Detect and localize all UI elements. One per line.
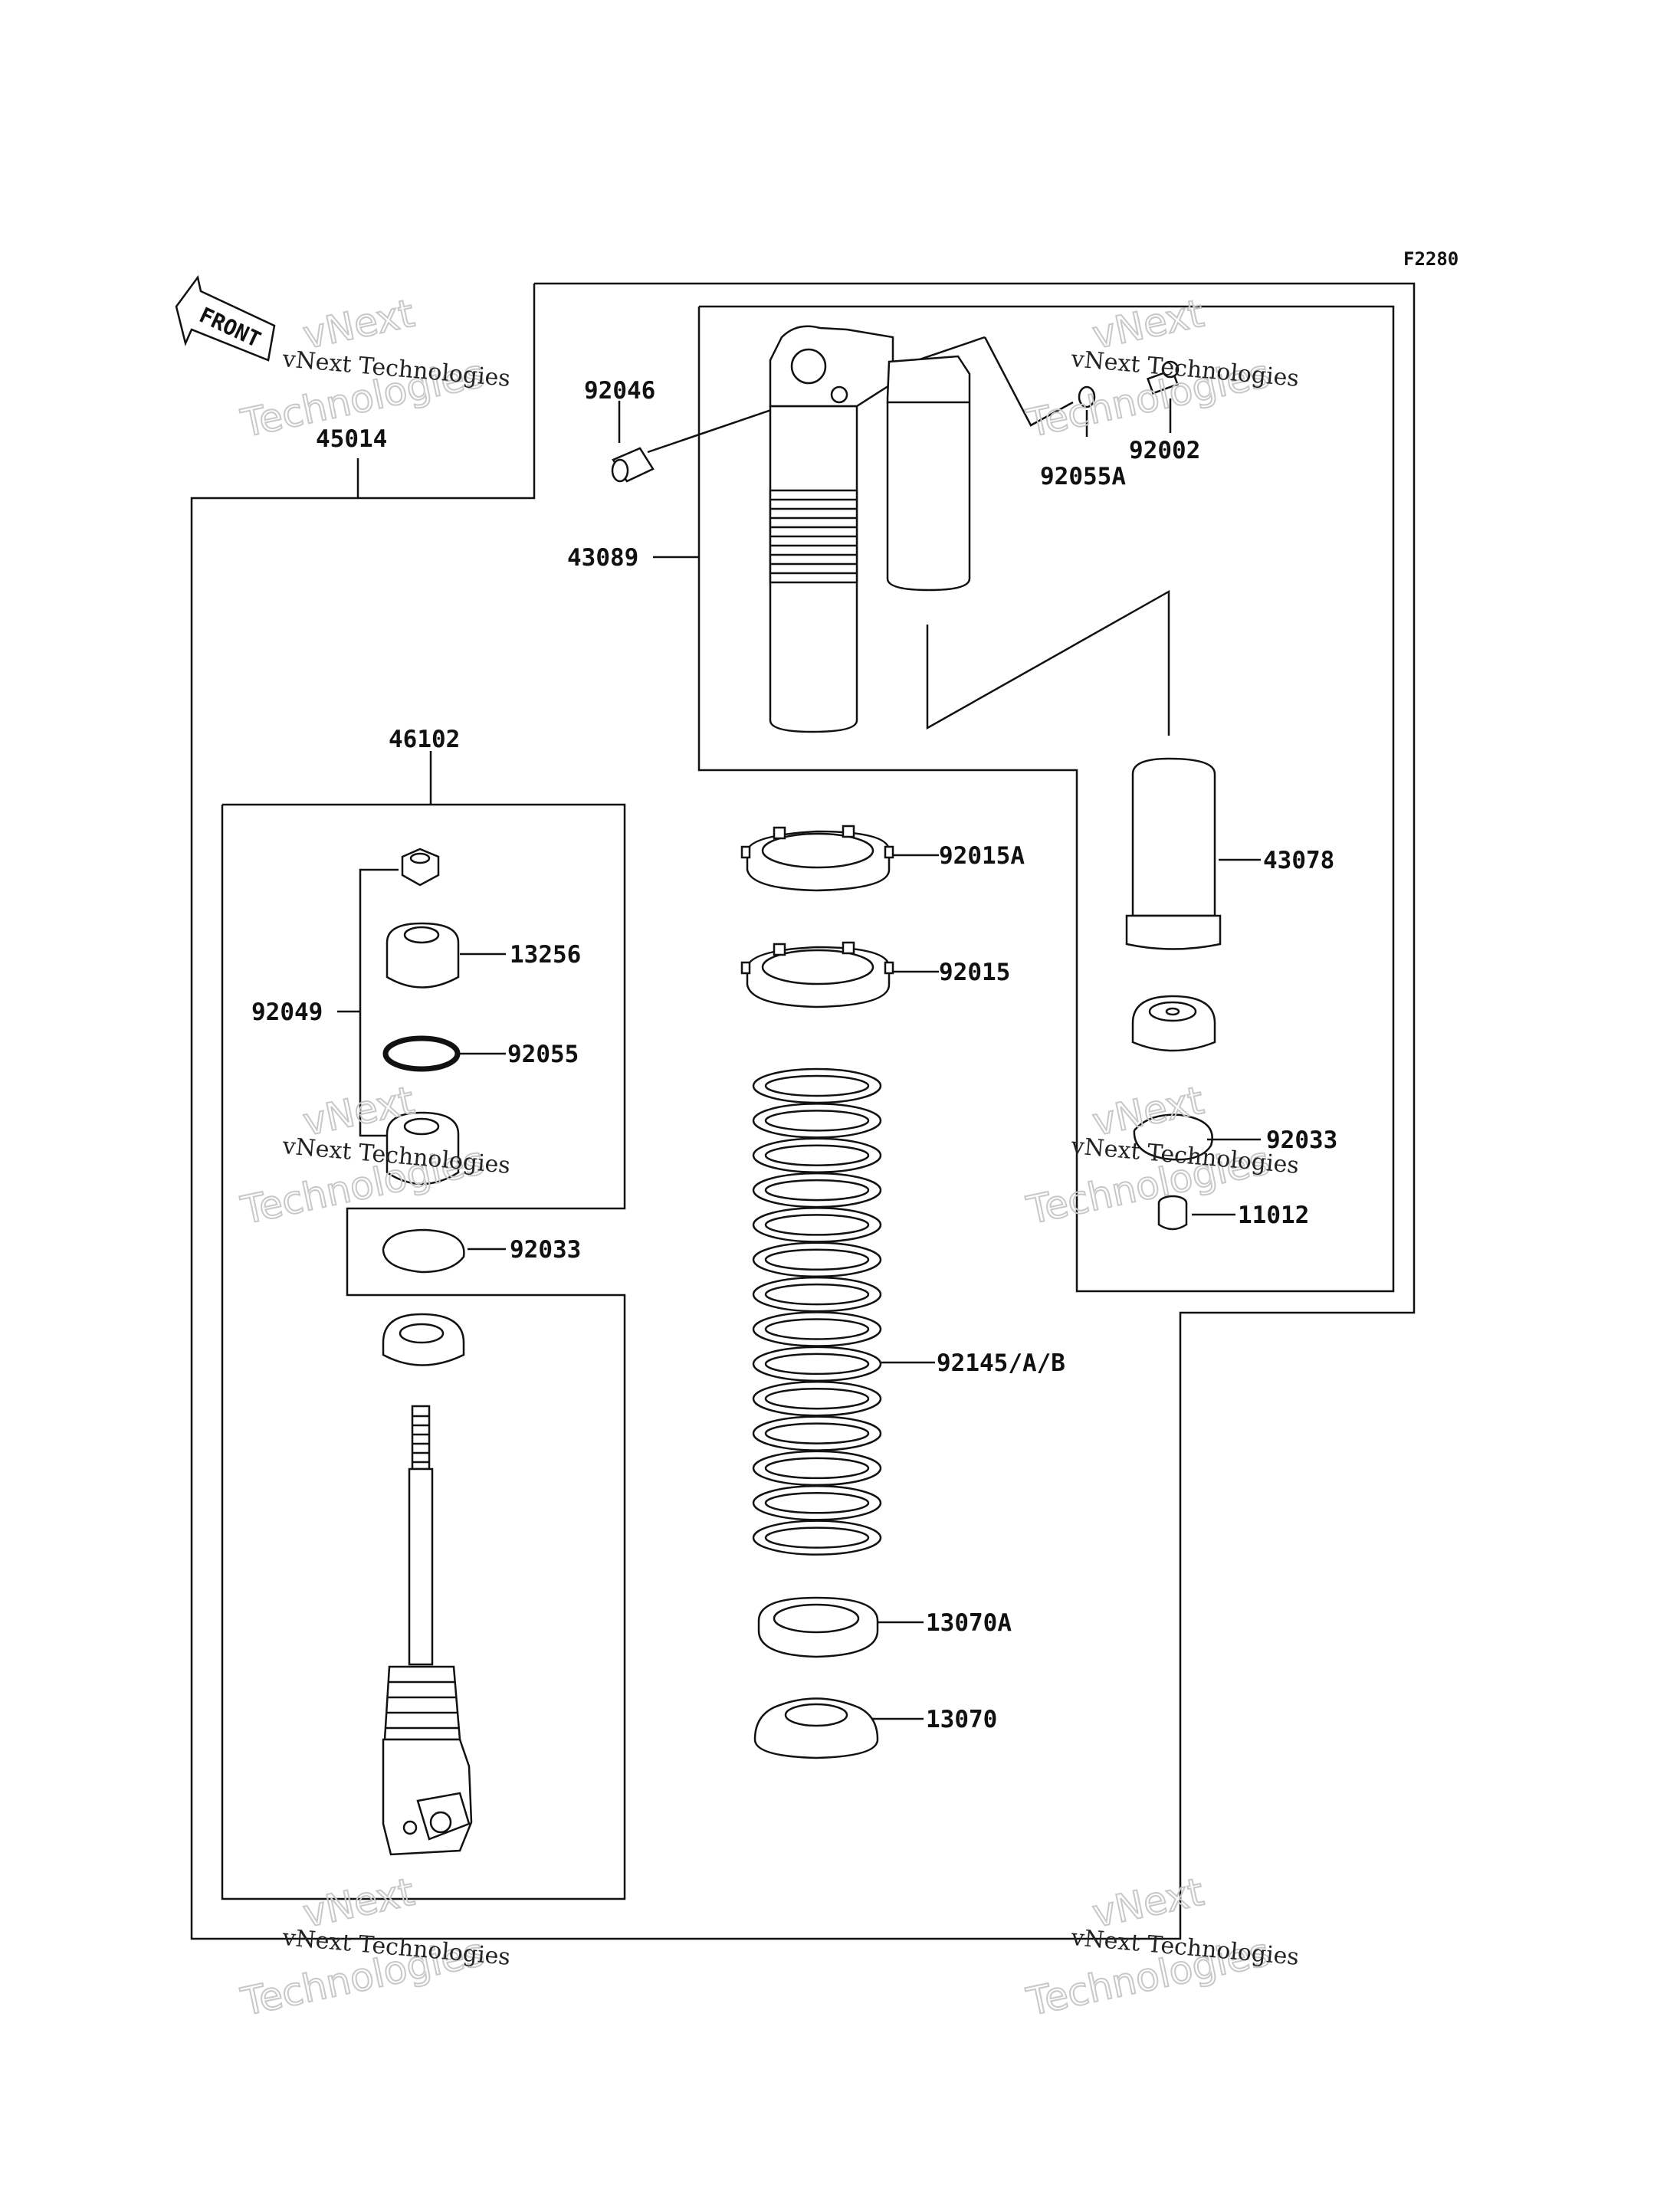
svg-text:vNext: vNext	[1088, 1078, 1207, 1145]
spring-coil-inner	[764, 1526, 870, 1549]
part-labels: 45014 43089 92046 92055A 92002 46102 920…	[251, 377, 1337, 1733]
rebound-seat-part	[382, 1313, 465, 1366]
spring-coil-inner	[764, 1457, 870, 1480]
shock-body-part	[769, 325, 971, 733]
spring-coil-inner	[764, 1283, 870, 1306]
watermark-top-right: vNext Technologies vNext Technologies	[1022, 290, 1300, 447]
spring-coil-inner	[764, 1387, 870, 1410]
spring-coil	[752, 1207, 882, 1243]
damper-rod-part	[382, 1405, 473, 1856]
spring-coil	[752, 1067, 882, 1104]
label-13070: 13070	[926, 1706, 997, 1733]
spring-coil-inner	[764, 1353, 870, 1376]
spring-coil-inner	[764, 1492, 870, 1514]
spring-coil	[752, 1520, 882, 1556]
spring-coil-inner	[764, 1422, 870, 1444]
watermark-bottom-right: vNext Technologies vNext Technologies	[1022, 1869, 1300, 2025]
circlip-92033-left-part	[382, 1228, 465, 1274]
spring-coil	[752, 1137, 882, 1173]
spring-coil-inner	[764, 1110, 870, 1132]
label-92055: 92055	[507, 1041, 579, 1068]
o-ring-92055A-part	[1078, 385, 1096, 408]
assembly-outline-45014	[190, 282, 1416, 1940]
label-92033-right: 92033	[1266, 1126, 1337, 1154]
reservoir-cap-part	[1131, 995, 1216, 1052]
spring-coil-inner	[764, 1214, 870, 1236]
circlip-92033-right-part	[1133, 1113, 1213, 1161]
spring-coil-inner	[764, 1179, 870, 1202]
label-92015: 92015	[939, 959, 1010, 986]
spring-92145-part	[752, 1067, 882, 1556]
label-92033-left: 92033	[510, 1236, 581, 1264]
label-45014: 45014	[316, 425, 387, 453]
bushing-13256-part	[386, 922, 460, 989]
label-11012: 11012	[1238, 1202, 1309, 1229]
label-13256: 13256	[510, 941, 581, 969]
lock-nut-92015-part	[740, 941, 894, 1008]
spring-coil	[752, 1103, 882, 1139]
front-arrow-icon: FRONT	[175, 275, 276, 362]
label-43089: 43089	[567, 544, 638, 572]
label-13070A: 13070A	[926, 1609, 1012, 1637]
assembly-outline-46102	[221, 803, 626, 1900]
label-92046: 92046	[584, 377, 655, 405]
watermark-mid-left: vNext Technologies vNext Technologies	[236, 1077, 511, 1234]
spring-coil	[752, 1485, 882, 1521]
svg-text:vNext: vNext	[299, 291, 418, 358]
leader-lines	[337, 336, 1261, 1720]
spring-coil	[752, 1380, 882, 1417]
spring-coil	[752, 1450, 882, 1487]
assembly-outline-43089	[697, 305, 1395, 1293]
spring-guide-13070-part	[753, 1697, 879, 1759]
svg-text:vNext: vNext	[1088, 1870, 1207, 1936]
watermark-bottom-left: vNext Technologies vNext Technologies	[236, 1869, 511, 2025]
bladder-43078-part	[1125, 757, 1222, 950]
bolt-92002-part	[1147, 360, 1180, 395]
spring-coil-inner	[764, 1248, 870, 1271]
label-92015A: 92015A	[939, 842, 1025, 870]
spring-coil-inner	[764, 1318, 870, 1340]
spring-coil	[752, 1276, 882, 1313]
spring-coil	[752, 1241, 882, 1278]
svg-text:vNext: vNext	[1088, 291, 1207, 358]
nut-92049-part	[401, 848, 440, 887]
o-ring-92055-part	[382, 1035, 461, 1072]
collar-part	[386, 1111, 460, 1185]
spring-coil	[752, 1346, 882, 1382]
figure-code: F2280	[1403, 248, 1459, 270]
spring-coil-inner	[764, 1074, 870, 1097]
bushing-11012-part	[1157, 1195, 1188, 1231]
svg-text:vNext: vNext	[299, 1870, 418, 1936]
label-46102: 46102	[389, 726, 460, 753]
spring-coil	[752, 1172, 882, 1208]
lock-nut-92015A-part	[740, 825, 894, 892]
bearing-92046-part	[611, 447, 655, 483]
spring-coil-inner	[764, 1144, 870, 1166]
label-43078: 43078	[1263, 847, 1334, 874]
label-92055A: 92055A	[1040, 463, 1126, 490]
spring-coil	[752, 1311, 882, 1347]
label-92145: 92145/A/B	[937, 1349, 1065, 1377]
spring-coil	[752, 1415, 882, 1451]
label-92049: 92049	[251, 998, 323, 1026]
spring-seat-13070A-part	[757, 1596, 879, 1658]
label-92002: 92002	[1129, 437, 1200, 464]
watermark-top-left: vNext Technologies vNext Technologies	[236, 290, 511, 447]
